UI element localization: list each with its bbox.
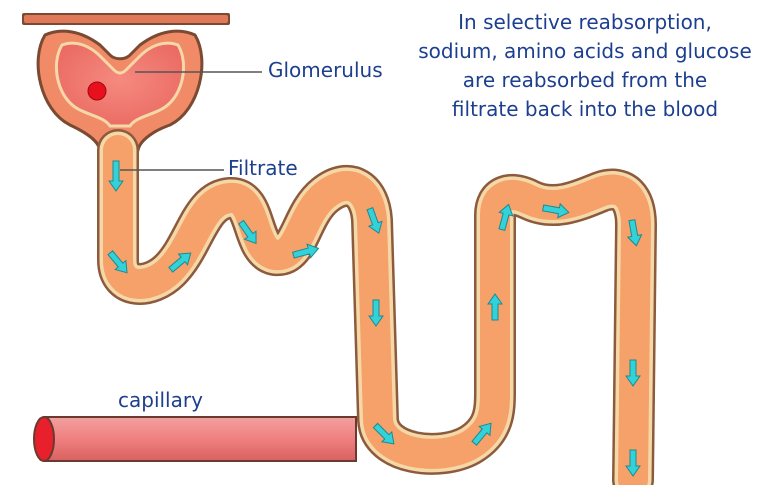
filtrate-label: Filtrate	[228, 156, 298, 180]
caption-line: In selective reabsorption,	[405, 8, 765, 37]
glomerulus-label: Glomerulus	[268, 58, 383, 82]
caption-line: filtrate back into the blood	[405, 95, 765, 124]
caption-text: In selective reabsorption, sodium, amino…	[405, 8, 765, 124]
capillary-label: capillary	[118, 388, 203, 412]
capillary-vessel	[34, 417, 356, 461]
blood-cell	[88, 82, 106, 100]
top-vessel	[22, 13, 230, 25]
caption-line: are reabsorbed from the	[405, 66, 765, 95]
caption-line: sodium, amino acids and glucose	[405, 37, 765, 66]
